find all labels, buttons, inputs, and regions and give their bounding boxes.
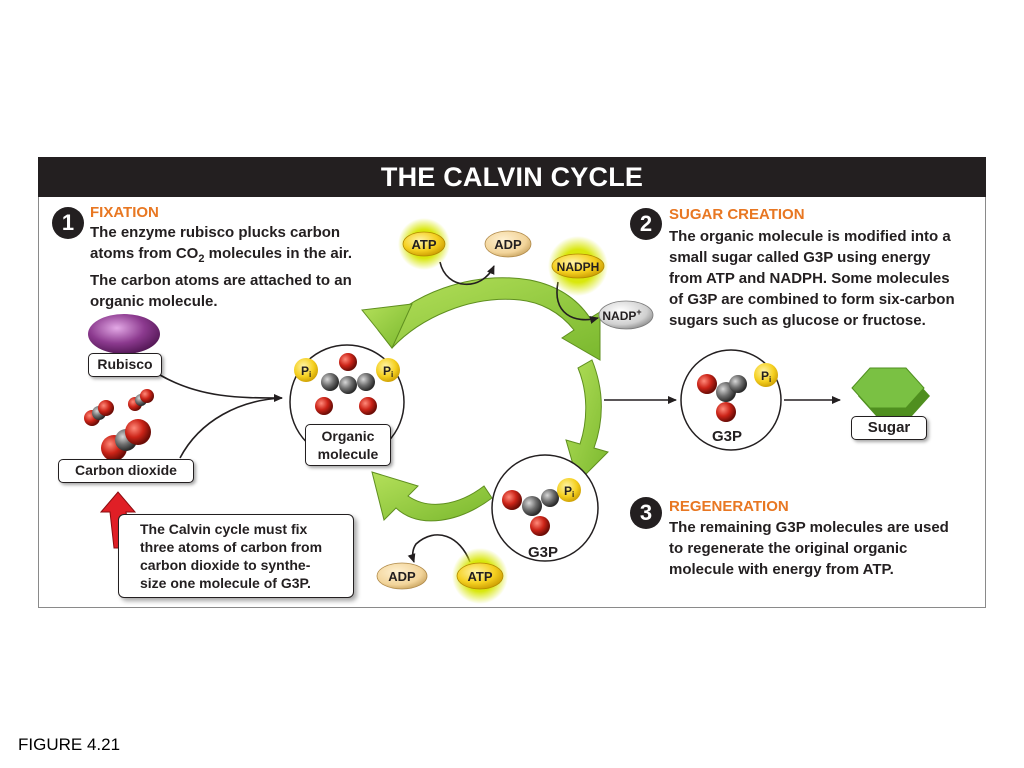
svg-text:NADP+: NADP+ xyxy=(602,307,641,323)
svg-text:NADPH: NADPH xyxy=(557,260,600,274)
pi-label-g3p-right: Pi xyxy=(761,369,771,384)
sugar-label: Sugar xyxy=(851,416,927,440)
pi-label-right: Pi xyxy=(383,364,393,379)
rubisco-arrow xyxy=(159,374,283,402)
step-3-heading: REGENERATION xyxy=(669,498,789,515)
atp-icon-bottom: ATP xyxy=(452,548,508,604)
svg-text:ADP: ADP xyxy=(388,569,416,584)
atp-icon-top: ATP xyxy=(398,218,450,270)
figure-caption: FIGURE 4.21 xyxy=(18,735,121,754)
svg-text:ADP: ADP xyxy=(494,237,522,252)
nadph-icon: NADPH xyxy=(548,236,608,296)
step-2-heading: SUGAR CREATION xyxy=(669,206,805,223)
atp-adp-arrow-top xyxy=(439,261,495,286)
svg-text:ATP: ATP xyxy=(467,569,492,584)
nadp-icon: NADP+ xyxy=(598,300,654,330)
g3p-label-bottom: G3P xyxy=(528,544,558,561)
cycle-arrow-upper xyxy=(361,277,601,361)
sugar-hexagon-icon xyxy=(851,367,930,416)
carbon-dioxide-label: Carbon dioxide xyxy=(58,459,194,483)
svg-text:ATP: ATP xyxy=(411,237,436,252)
step-1-heading: FIXATION xyxy=(90,204,159,221)
step-3-number: 3 xyxy=(630,497,662,529)
figure-title: THE CALVIN CYCLE xyxy=(38,157,986,197)
organic-molecule-icon: Pi Pi xyxy=(294,353,400,415)
cycle-arrow-lower xyxy=(371,471,493,522)
pi-label-g3p-bottom: Pi xyxy=(564,484,574,499)
co2-molecules-icon xyxy=(84,389,154,461)
rubisco-icon xyxy=(88,314,160,354)
step-1-text: The enzyme rubisco plucks carbon atoms f… xyxy=(90,224,353,310)
step-3-text: The remaining G3P molecules are used to … xyxy=(669,519,949,578)
nadph-arrow xyxy=(556,281,599,324)
adp-icon-bottom: ADP xyxy=(376,562,428,590)
g3p-label-right: G3P xyxy=(712,428,743,445)
co2-arrow xyxy=(179,397,283,459)
rubisco-label: Rubisco xyxy=(88,353,162,377)
atp-adp-arrow-bottom xyxy=(407,534,471,563)
step-1-number: 1 xyxy=(52,207,84,239)
step-2-text: The organic molecule is modified into a … xyxy=(669,228,955,329)
g3p-molecule-icon-bottom: Pi xyxy=(502,478,581,536)
adp-icon-top: ADP xyxy=(484,230,532,258)
pi-label-left: Pi xyxy=(301,364,311,379)
g3p-molecule-icon-right: Pi xyxy=(697,363,778,422)
step-2-number: 2 xyxy=(630,208,662,240)
callout-note: The Calvin cycle must fix three atoms of… xyxy=(118,514,354,598)
